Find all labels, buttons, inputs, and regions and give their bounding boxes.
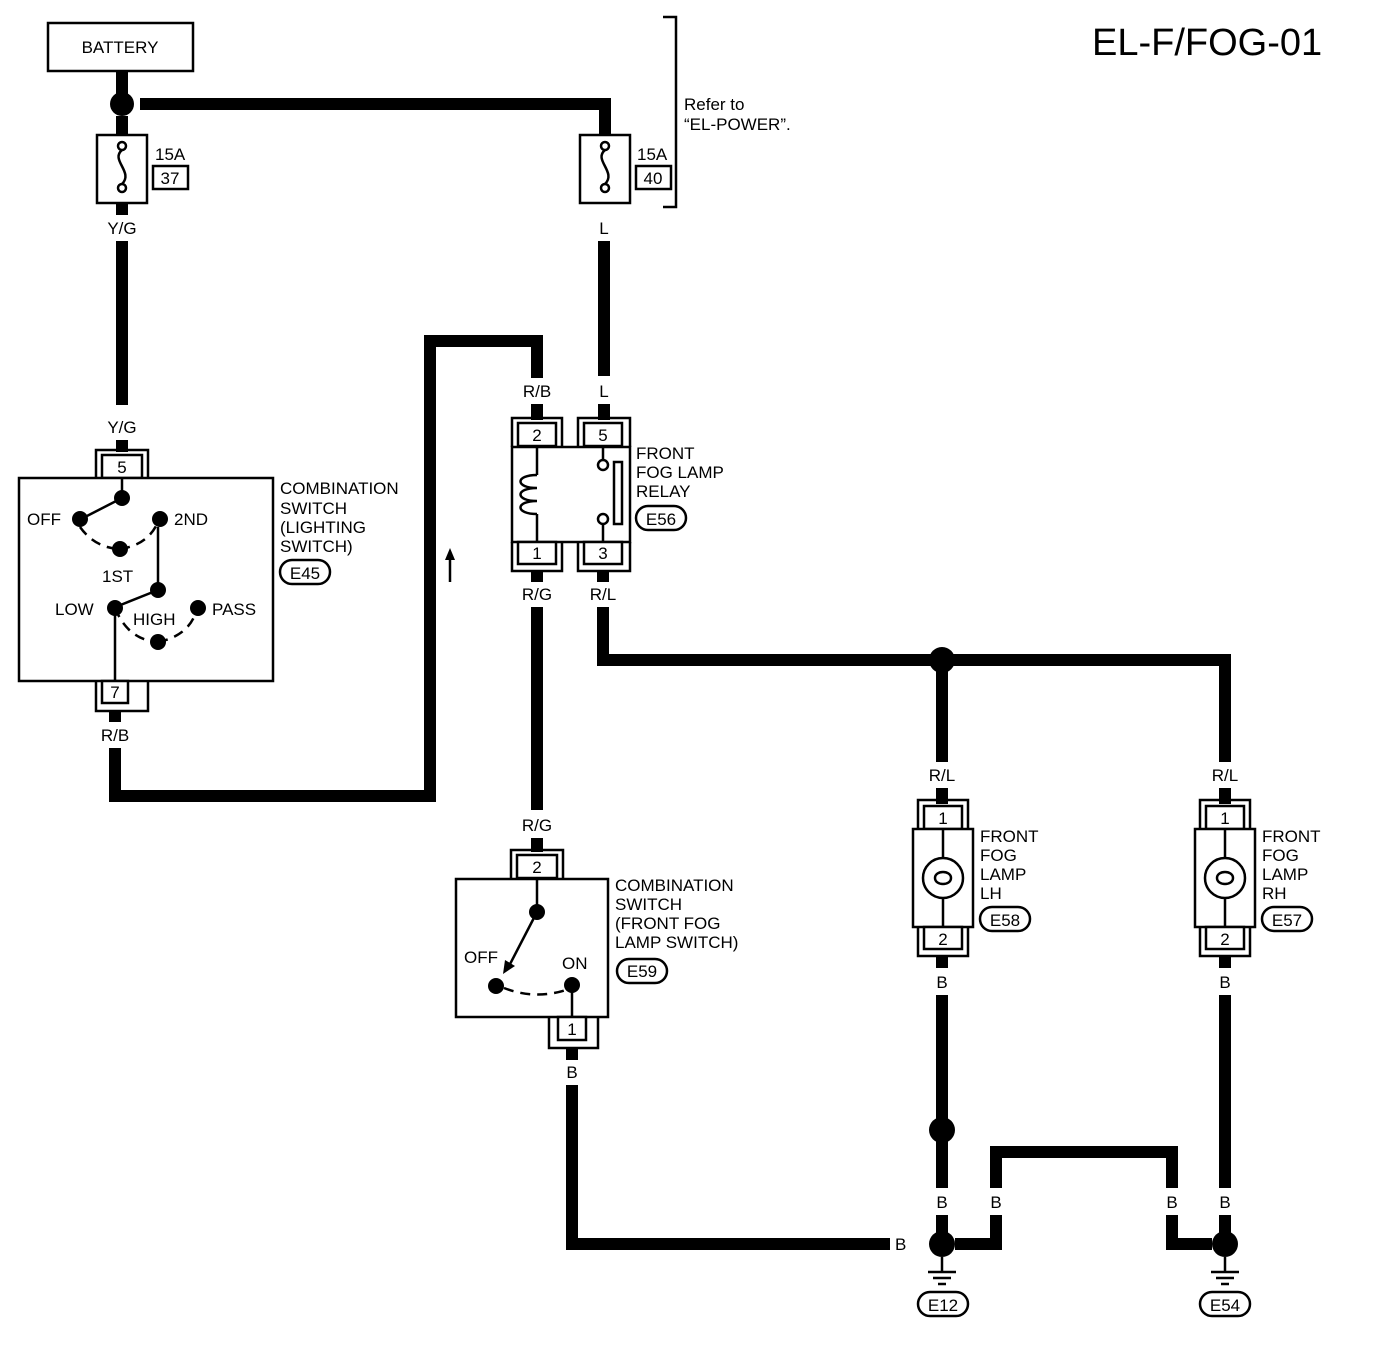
wire-label-b-switch: B [566,1063,577,1082]
lamp-lh-title-3: LAMP [980,865,1026,884]
refer-bracket [663,15,678,209]
lighting-pos-off: OFF [27,510,61,529]
lighting-pos-pass: PASS [212,600,256,619]
lighting-switch-title-1: COMBINATION [280,479,399,498]
wire-label-rl-rh: R/L [1212,766,1238,785]
relay-connector: E56 [646,510,676,529]
wire-label-b-link-1: B [990,1193,1001,1212]
wire-label-b-lh: B [936,973,947,992]
wire-bus-to-fuse40 [140,98,611,135]
fog-switch-title-2: SWITCH [615,895,682,914]
refer-line1: Refer to [684,95,744,114]
wire-label-rb-relay: R/B [523,382,551,401]
diagram-title: EL-F/FOG-01 [1092,22,1322,64]
relay-coil-icon [519,473,538,516]
wire-label-rg-switch: R/G [522,816,552,835]
wire-label-b-rh-ground: B [1219,1193,1230,1212]
lighting-pos-1st: 1ST [102,567,133,586]
wire-label-l-top: L [599,219,608,238]
refer-line2: “EL-POWER”. [684,115,791,134]
lamp-rh-pin-1: 1 [1220,809,1229,828]
wire-label-rl-lh: R/L [929,766,955,785]
ground-e12-label: E12 [928,1296,958,1315]
wire-label-rb-left: R/B [101,726,129,745]
wire-label-b-link-2: B [1166,1193,1177,1212]
fog-switch-box [454,877,610,1019]
lamp-lh-pin-1: 1 [938,809,947,828]
lighting-switch-box [17,476,275,683]
relay-contact-icon [612,460,624,526]
wire-label-rl-relay: R/L [590,585,616,604]
lamp-rh-title-1: FRONT [1262,827,1321,846]
fog-switch-connector: E59 [627,962,657,981]
ground-e54-label: E54 [1210,1296,1240,1315]
relay-box [510,445,632,544]
fuse-37 [95,133,149,205]
fog-switch-pin-1: 1 [567,1020,576,1039]
relay-title-1: FRONT [636,444,695,463]
fog-switch-off: OFF [464,948,498,967]
fog-switch-title-3: (FRONT FOG [615,914,720,933]
battery-box [46,21,195,73]
lamp-rh-title-3: LAMP [1262,865,1308,884]
wire-label-yg-switch: Y/G [107,418,136,437]
fuse-37-number: 37 [161,169,180,188]
wire-label-rg-relay: R/G [522,585,552,604]
fuse-40 [578,133,632,205]
ground-e12-icon [928,1257,956,1286]
lighting-switch-title-4: SWITCH) [280,537,353,556]
relay-pin-1: 1 [532,544,541,563]
battery-label: BATTERY [82,38,159,57]
lamp-rh-pin-2: 2 [1220,930,1229,949]
wire-b-switch-ground [566,1085,890,1250]
fuse-40-amp: 15A [637,145,668,164]
fuse-40-number: 40 [644,169,663,188]
fog-switch-on: ON [562,954,588,973]
wire-rb [109,335,543,802]
wire-label-b-ground: B [895,1235,906,1254]
lighting-pos-2nd: 2ND [174,510,208,529]
wire-label-b-lh-ground: B [936,1193,947,1212]
lighting-switch-connector: E45 [290,564,320,583]
ground-e54-icon [1211,1257,1239,1286]
lamp-rh-title-4: RH [1262,884,1287,903]
relay-title-3: RELAY [636,482,691,501]
lamp-lh-title-2: FOG [980,846,1017,865]
lighting-switch-title-3: (LIGHTING [280,518,366,537]
wire-label-b-rh: B [1219,973,1230,992]
fog-switch-pin-2: 2 [532,858,541,877]
fog-switch-title-4: LAMP SWITCH) [615,933,738,952]
relay-pin-3: 3 [598,544,607,563]
lamp-rh-title-2: FOG [1262,846,1299,865]
lamp-lh-pin-2: 2 [938,930,947,949]
lamp-rh-connector: E57 [1272,911,1302,930]
lighting-switch-pin-7: 7 [110,683,119,702]
lighting-switch-pin-5: 5 [117,458,126,477]
fog-switch-title-1: COMBINATION [615,876,734,895]
relay-title-2: FOG LAMP [636,463,724,482]
lighting-switch-title-2: SWITCH [280,499,347,518]
lighting-pos-low: LOW [55,600,94,619]
wire-rl [597,607,1231,762]
wire-b-ground-link [955,1215,1002,1250]
relay-pin-2: 2 [532,426,541,445]
wire-label-l-relay: L [599,382,608,401]
relay-pin-5: 5 [598,426,607,445]
fuse-37-amp: 15A [155,145,186,164]
lamp-lh-title-4: LH [980,884,1002,903]
lamp-lh-connector: E58 [990,911,1020,930]
wire-label-yg-top: Y/G [107,219,136,238]
junction-dot [110,92,134,116]
lighting-pos-high: HIGH [133,610,176,629]
lamp-lh-title-1: FRONT [980,827,1039,846]
